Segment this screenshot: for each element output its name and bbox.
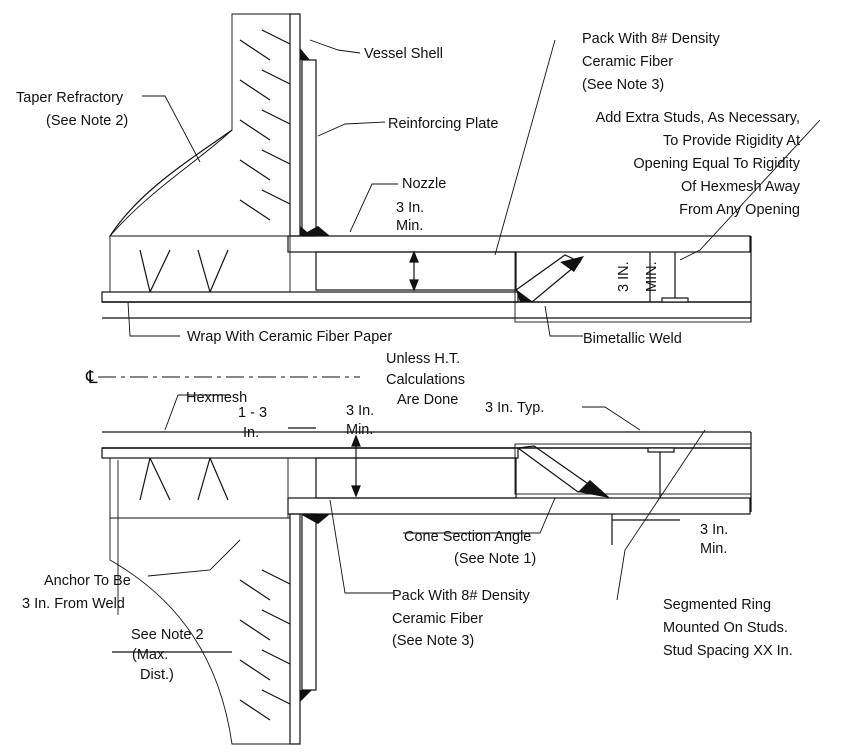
lower-anchors (139, 447, 675, 721)
label-pack-top-1: Pack With 8# Density (582, 31, 721, 47)
upper-nozzle-pipe (287, 226, 751, 303)
lower-refractory-lining (109, 443, 752, 745)
label-anchor-1: Anchor To Be (44, 573, 131, 589)
lower-nozzle-pipe (287, 445, 751, 524)
label-vessel-shell: Vessel Shell (364, 46, 443, 62)
label-unless-1: Unless H.T. (386, 351, 460, 367)
label-reinforcing-plate: Reinforcing Plate (388, 116, 498, 132)
label-cone-2: (See Note 1) (454, 551, 536, 567)
label-taper-1: Taper Refractory (16, 90, 124, 106)
upper-hexmesh (101, 236, 752, 322)
label-nozzle: Nozzle (402, 176, 446, 192)
label-see-note2-3: Dist.) (140, 667, 174, 683)
label-taper-2: (See Note 2) (46, 113, 128, 129)
label-add-studs-5: From Any Opening (679, 202, 800, 218)
label-unless-2: Calculations (386, 372, 465, 388)
label-pack-bot-2: Ceramic Fiber (392, 611, 483, 627)
label-unless-3: Are Done (397, 392, 458, 408)
label-3in-min-mid-2: Min. (346, 422, 373, 438)
label-pack-bot-1: Pack With 8# Density (392, 588, 531, 604)
label-wrap-paper: Wrap With Ceramic Fiber Paper (187, 329, 392, 345)
label-3in-min-right-2: Min. (700, 541, 727, 557)
label-add-studs-2: To Provide Rigidity At (663, 133, 800, 149)
label-pack-top-2: Ceramic Fiber (582, 54, 673, 70)
label-3in-min-top-1: 3 In. (396, 200, 424, 216)
label-1-3-in: In. (243, 425, 259, 441)
upper-vessel-shell (289, 13, 317, 237)
label-seg-2: Mounted On Studs. (663, 620, 788, 636)
label-3in-typ: 3 In. Typ. (485, 400, 544, 416)
lower-hexmesh (101, 431, 752, 512)
label-3in-min-top-2: Min. (396, 218, 423, 234)
label-seg-3: Stud Spacing XX In. (663, 643, 793, 659)
label-add-studs-4: Of Hexmesh Away (681, 179, 801, 195)
label-1-3: 1 - 3 (238, 405, 267, 421)
label-hexmesh: Hexmesh (186, 390, 247, 406)
label-seg-1: Segmented Ring (663, 597, 771, 613)
label-anchor-2: 3 In. From Weld (22, 596, 125, 612)
leader-lines (117, 39, 821, 615)
label-add-studs-3: Opening Equal To Rigidity (633, 156, 800, 172)
dimension-lines (112, 250, 680, 653)
label-pack-top-3: (See Note 3) (582, 77, 664, 93)
label-3in-min-mid-1: 3 In. (346, 403, 374, 419)
label-3in-vert: 3 IN. (616, 261, 632, 292)
label-min-vert: MIN. (644, 261, 660, 292)
label-bimetallic-weld: Bimetallic Weld (583, 331, 682, 347)
label-3in-min-right-1: 3 In. (700, 522, 728, 538)
label-see-note2-2: (Max. (132, 647, 168, 663)
label-cone-1: Cone Section Angle (404, 529, 531, 545)
label-see-note2-1: See Note 2 (131, 627, 204, 643)
lower-vessel-shell (289, 513, 317, 745)
label-add-studs-1: Add Extra Studs, As Necessary, (596, 110, 800, 126)
label-centerline: ℄ (85, 367, 98, 387)
upper-anchors (139, 29, 689, 303)
label-pack-bot-3: (See Note 3) (392, 633, 474, 649)
